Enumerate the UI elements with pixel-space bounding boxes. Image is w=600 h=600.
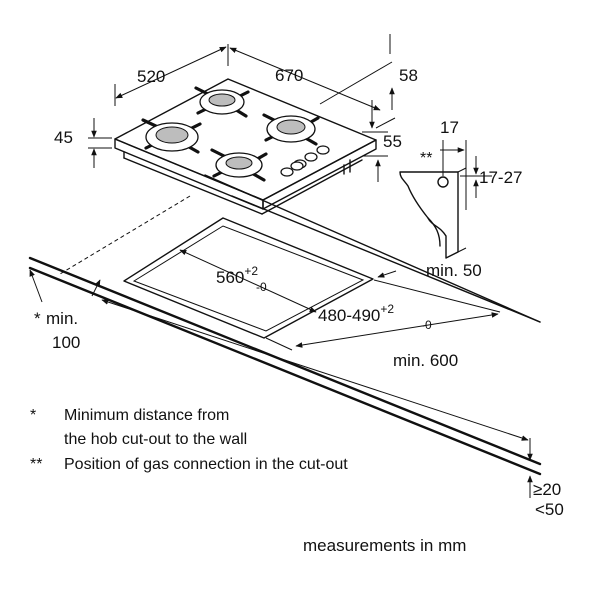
dimension-min-front [101,299,529,441]
dimension-width [114,44,229,106]
label-cutout-width: 560+2 [216,264,258,287]
label-worktop-min: ≥20 [533,480,561,499]
label-width: 520 [137,67,165,86]
dimension-cutout-depth [265,279,501,351]
dimension-min-rear [377,270,397,278]
label-gas-marker: ** [420,150,432,167]
label-gas-range: 17-27 [479,168,522,187]
note-1-line1: Minimum distance from [64,407,229,424]
label-cutout-depth: 480-490+2 [318,302,394,325]
cutout-outline [123,217,374,339]
label-wall-min: min. [46,309,78,328]
note-2-marker: ** [30,456,42,473]
dimension-cutout-width [179,249,317,313]
note-2-line1: Position of gas connection in the cut-ou… [64,456,348,473]
label-rear-depth: 58 [399,66,418,85]
label-worktop-max: <50 [535,500,564,519]
note-1-line2: the hob cut-out to the wall [64,431,247,448]
units-caption: measurements in mm [303,536,466,555]
gas-connection-detail [399,140,492,259]
dimension-rear-depth [319,34,395,110]
worktop [28,174,542,476]
label-gas-offset: 17 [440,118,459,137]
label-cutout-depth-minus: -0 [421,318,432,332]
control-knobs [280,145,330,177]
burner-rear-left [194,86,250,118]
label-height: 45 [54,128,73,147]
note-1-marker: * [30,407,36,424]
label-min-front: min. 600 [393,351,458,370]
dimension-side-height [362,100,388,182]
dimension-depth [229,47,396,129]
dimension-height [88,118,112,168]
hob [114,78,377,215]
label-side-height: 55 [383,132,402,151]
label-depth: 670 [275,66,303,85]
label-min-rear: min. 50 [426,261,482,280]
burner-front-centre [210,148,268,182]
label-wall-min-value: 100 [52,333,80,352]
label-wall-marker: * [34,309,41,328]
label-cutout-width-minus: -0 [256,280,267,294]
burner-front-left [141,118,202,154]
burner-rear-right [262,113,320,146]
dimension-wall-min [29,269,101,303]
